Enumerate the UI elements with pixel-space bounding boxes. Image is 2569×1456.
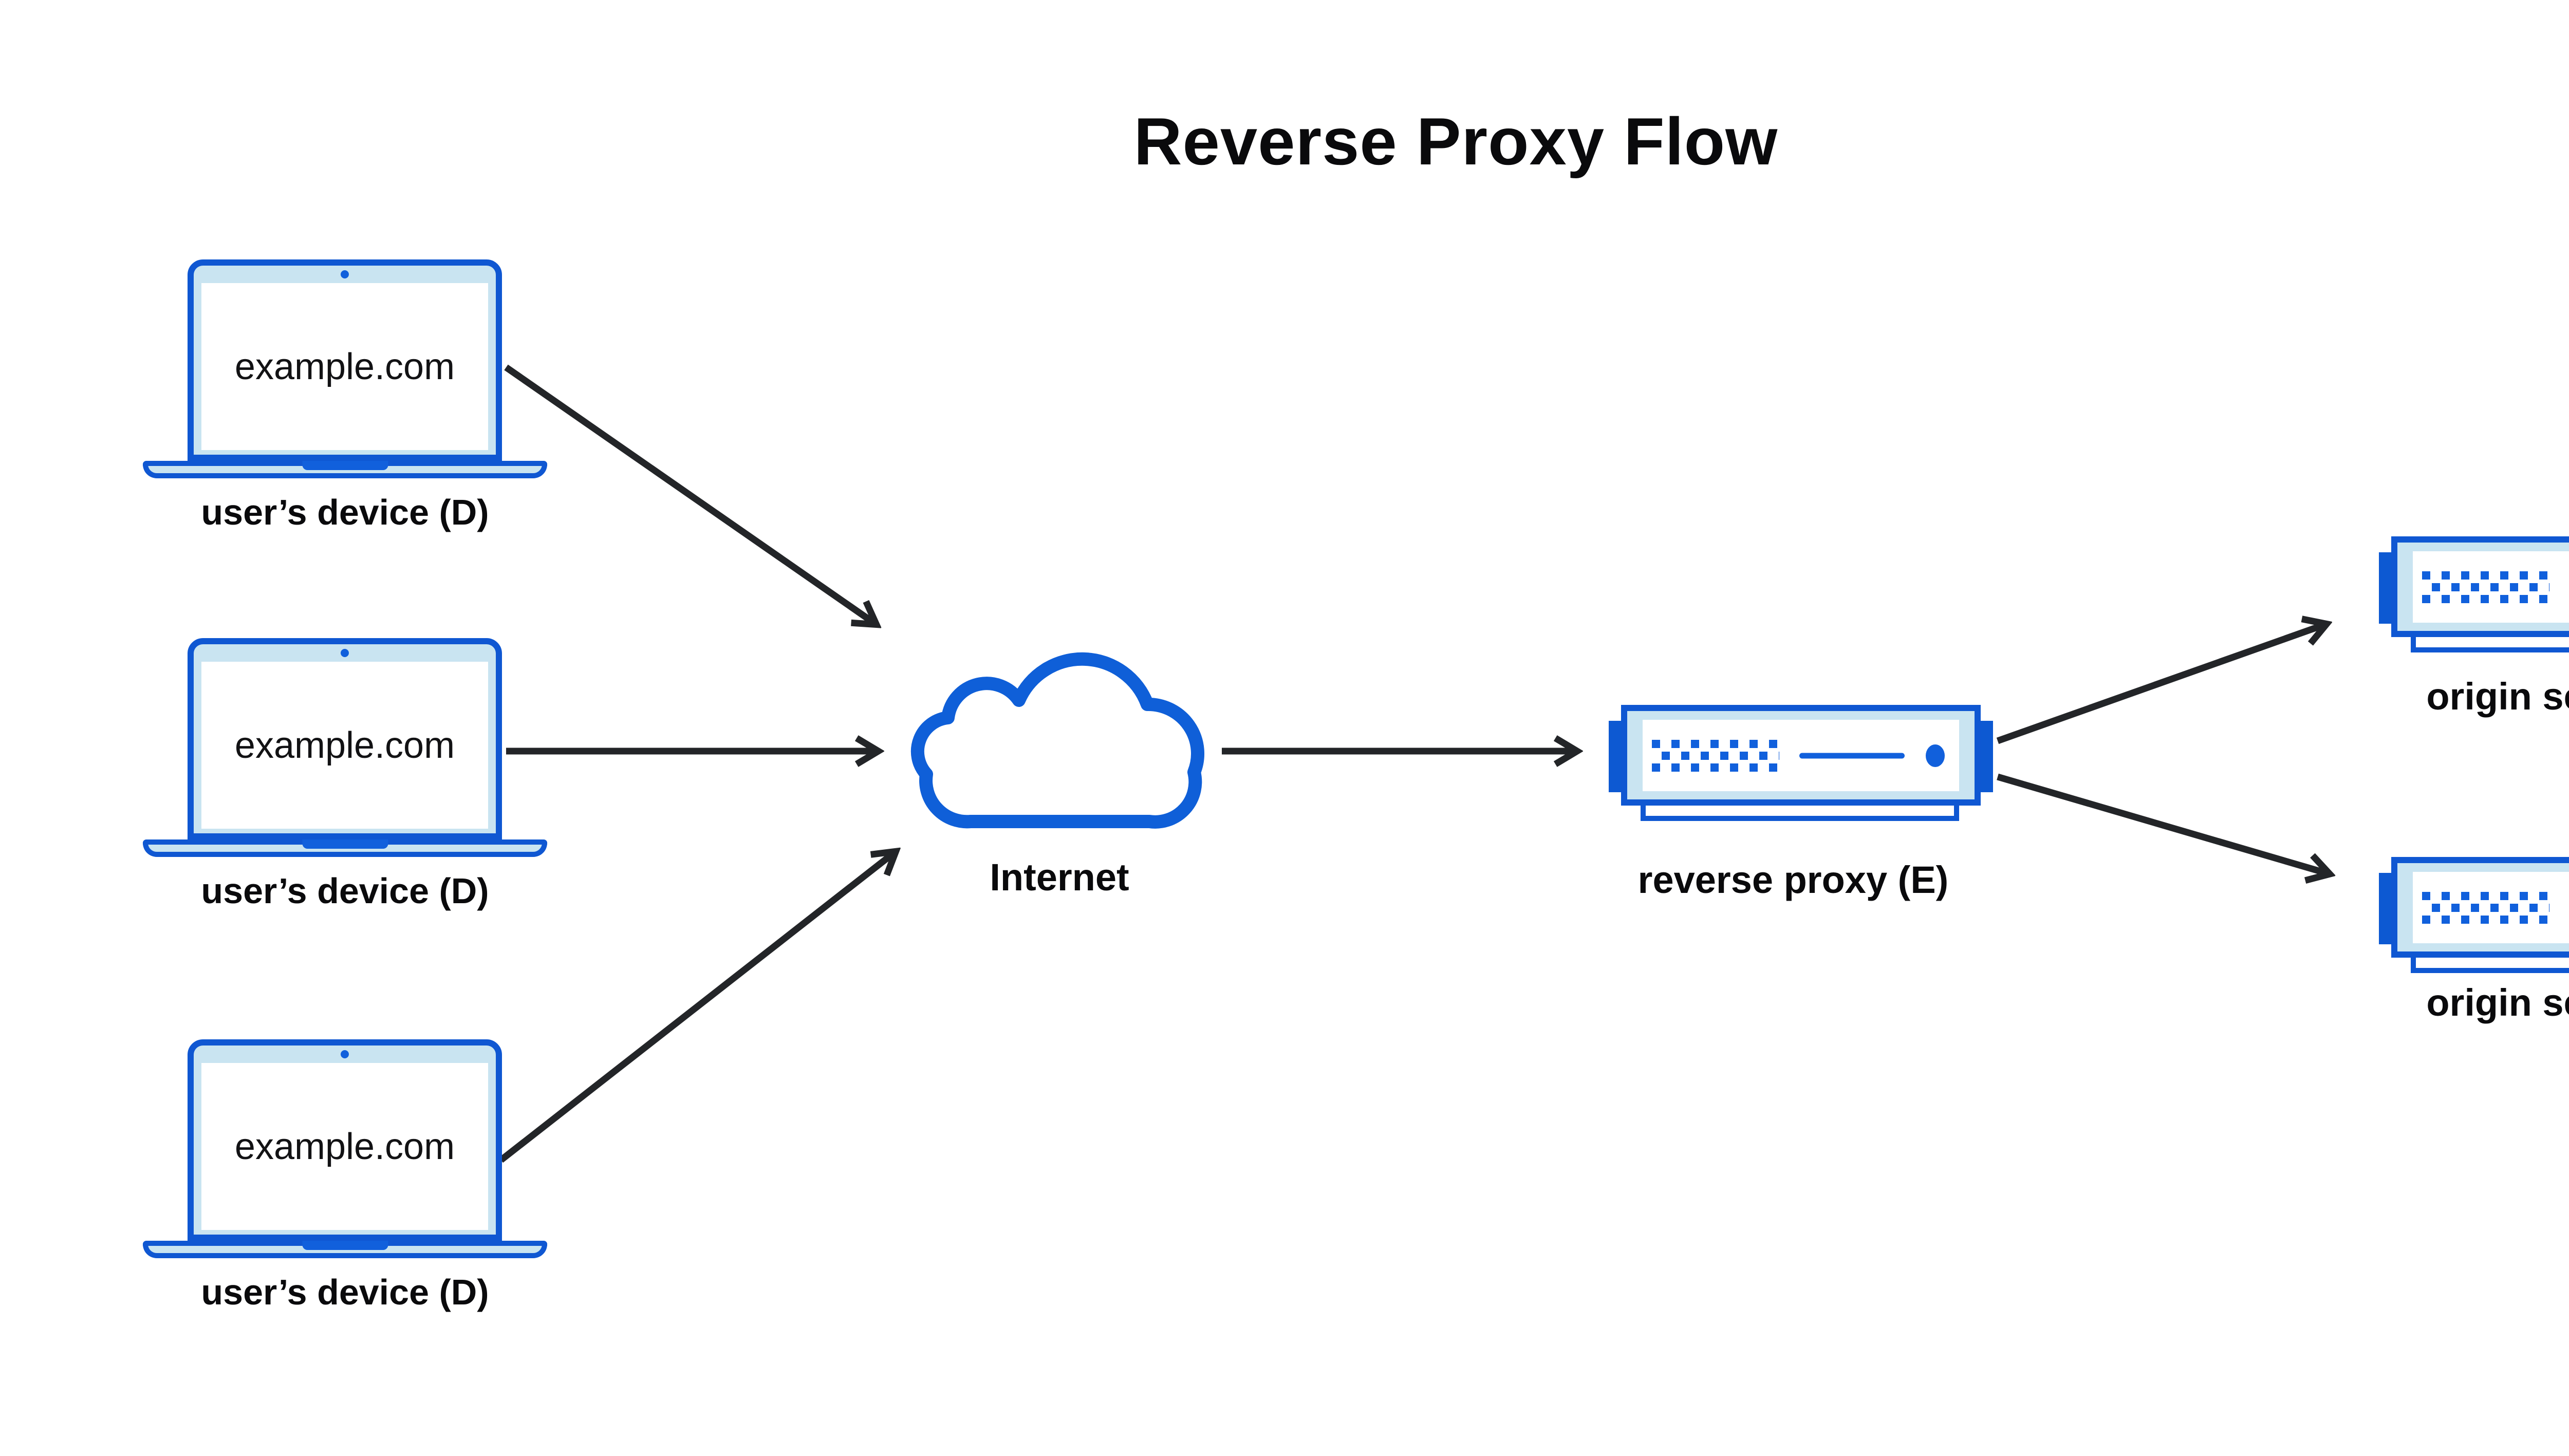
device-screen-text: example.com <box>234 724 455 766</box>
server-face <box>2413 551 2569 623</box>
user-device-1: example.com user’s device (D) <box>143 259 547 547</box>
server-face <box>2413 872 2569 943</box>
device-screen-text: example.com <box>234 1126 455 1167</box>
page-title: Reverse Proxy Flow <box>1133 104 1778 179</box>
laptop-icon: example.com <box>188 1039 502 1241</box>
origin-server-2-label: origin server (F) <box>2426 981 2569 1024</box>
user-device-2: example.com user’s device (D) <box>143 638 547 926</box>
device-label: user’s device (D) <box>201 1272 489 1312</box>
laptop-hinge <box>302 1241 388 1250</box>
reverse-proxy-label: reverse proxy (E) <box>1637 858 1949 901</box>
server-face <box>1643 720 1959 791</box>
server-power-dot-icon <box>1926 744 1945 767</box>
rack-server-icon <box>2391 536 2569 637</box>
laptop-screen: example.com <box>201 662 488 829</box>
origin-server-2 <box>2379 857 2569 981</box>
server-vent-dots-icon <box>2422 891 2549 924</box>
device-label: user’s device (D) <box>201 492 489 532</box>
laptop-screen: example.com <box>201 1063 488 1230</box>
laptop-screen: example.com <box>201 283 488 450</box>
server-right-tab-icon <box>1980 721 1993 792</box>
device-screen-text: example.com <box>234 346 455 387</box>
server-vent-dots-icon <box>1652 739 1779 772</box>
origin-server-1 <box>2379 536 2569 661</box>
rack-server-icon <box>2391 857 2569 958</box>
origin-server-1-label: origin server (F) <box>2426 675 2569 718</box>
server-vent-dots-icon <box>2422 571 2549 603</box>
user-device-3: example.com user’s device (D) <box>143 1039 547 1327</box>
reverse-proxy <box>1609 705 1993 829</box>
camera-dot-icon <box>341 270 349 278</box>
internet-label: Internet <box>990 856 1129 899</box>
cloud-icon <box>910 652 1204 829</box>
laptop-icon: example.com <box>188 638 502 839</box>
server-left-tab-icon <box>2379 873 2392 944</box>
server-slot-line-icon <box>1799 753 1905 758</box>
rack-server-icon <box>1621 705 1981 806</box>
server-left-tab-icon <box>2379 552 2392 624</box>
camera-dot-icon <box>341 1050 349 1058</box>
laptop-hinge <box>302 461 388 470</box>
laptop-hinge <box>302 839 388 849</box>
device-label: user’s device (D) <box>201 871 489 911</box>
camera-dot-icon <box>341 649 349 657</box>
server-left-tab-icon <box>1609 721 1622 792</box>
laptop-icon: example.com <box>188 259 502 461</box>
